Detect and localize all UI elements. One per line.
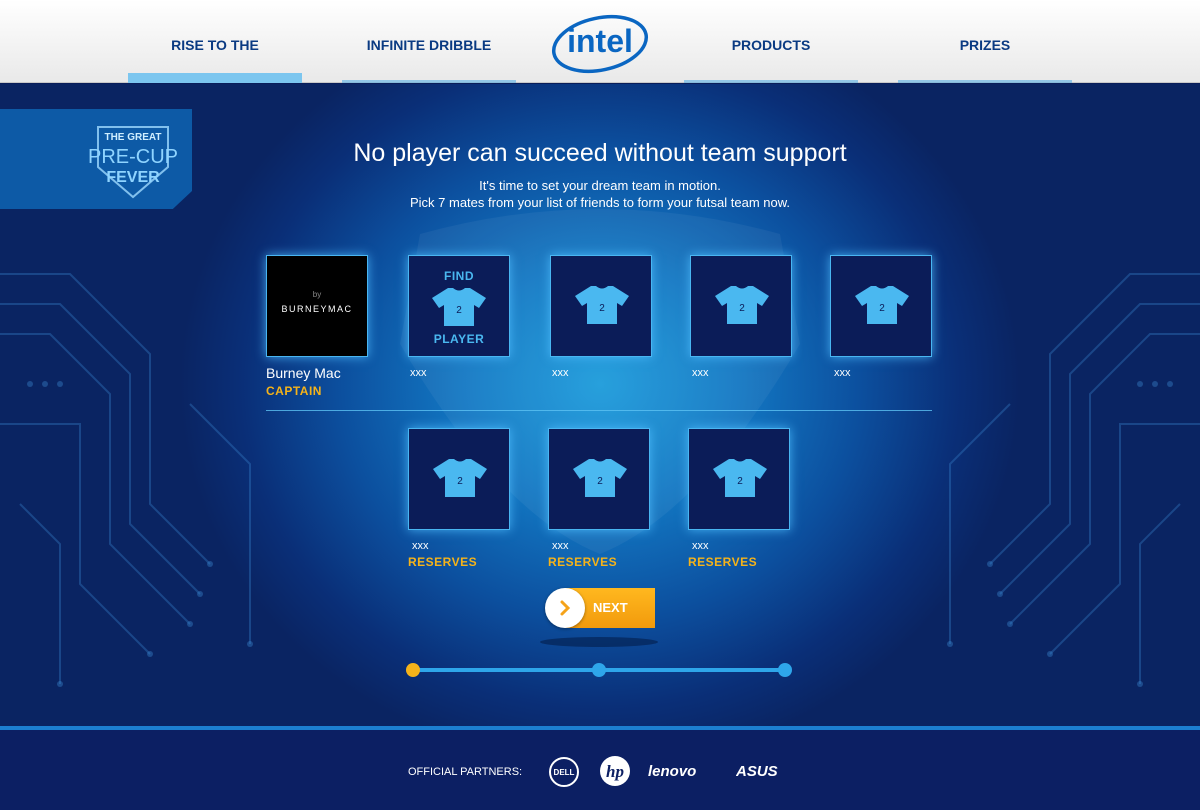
subtitle-line-2: Pick 7 mates from your list of friends t…	[409, 195, 791, 210]
svg-text:intel: intel	[567, 23, 633, 59]
nav-infinite-dribble[interactable]: INFINITE DRIBBLE	[342, 0, 516, 83]
reserve-slot[interactable]: 2	[688, 428, 790, 530]
svg-text:2: 2	[879, 303, 885, 314]
next-button-shadow	[540, 637, 658, 647]
jersey-icon: 2	[713, 459, 767, 497]
svg-text:2: 2	[457, 476, 463, 487]
page-headline: No player can succeed without team suppo…	[353, 139, 847, 167]
nav-label: INFINITE DRIBBLE	[366, 37, 492, 53]
asus-logo[interactable]: ASUS	[735, 760, 792, 787]
chevron-right-icon	[560, 600, 571, 616]
nav-label: PRODUCTS	[731, 37, 811, 53]
svg-text:2: 2	[597, 476, 603, 487]
captain-role: CAPTAIN	[266, 384, 322, 398]
player-slot[interactable]: 2	[830, 255, 932, 357]
dell-logo[interactable]: DELL	[548, 756, 580, 793]
jersey-icon: 2	[855, 286, 909, 324]
jersey-icon: 2	[715, 286, 769, 324]
find-player-slot[interactable]: FIND 2 PLAYER	[408, 255, 510, 357]
svg-text:2: 2	[739, 303, 745, 314]
nav-active-indicator	[128, 73, 302, 83]
next-button-circle	[545, 588, 585, 628]
jersey-icon: 2	[433, 459, 487, 497]
svg-text:lenovo: lenovo	[648, 763, 696, 780]
reserve-role: RESERVES	[548, 555, 618, 569]
player-name: xxx	[834, 367, 851, 379]
reserve-name: xxx	[412, 540, 429, 552]
section-divider	[266, 410, 932, 411]
svg-text:2: 2	[456, 305, 462, 316]
avatar-by-text: by	[312, 290, 322, 299]
reserve-name: xxx	[692, 540, 709, 552]
player-slot[interactable]: 2	[690, 255, 792, 357]
svg-text:FEVER: FEVER	[106, 169, 160, 186]
svg-text:THE GREAT: THE GREAT	[104, 132, 161, 143]
captain-slot[interactable]: by BURNEYMAC	[266, 255, 368, 357]
player-slot[interactable]: 2	[550, 255, 652, 357]
partners-label: OFFICIAL PARTNERS:	[408, 766, 523, 778]
nav-label: PRIZES	[959, 37, 1011, 53]
jersey-icon: 2	[432, 288, 486, 326]
top-navigation: RISE TO THE CHALLENGE INFINITE DRIBBLE i…	[0, 0, 1200, 143]
footer: OFFICIAL PARTNERS: DELL hp lenovo ASUS	[0, 726, 1200, 810]
player-name: xxx	[692, 367, 709, 379]
reserve-slot[interactable]: 2	[548, 428, 650, 530]
subtitle-line-1: It's time to set your dream team in moti…	[479, 178, 721, 193]
svg-text:DELL: DELL	[554, 768, 575, 777]
nav-underline	[898, 80, 1072, 83]
nav-underline	[684, 80, 858, 83]
player-label: PLAYER	[433, 332, 485, 346]
svg-text:hp: hp	[606, 762, 624, 781]
nav-products[interactable]: PRODUCTS	[684, 0, 858, 83]
jersey-icon: 2	[573, 459, 627, 497]
progress-step-1	[406, 663, 420, 677]
progress-step-2	[592, 663, 606, 677]
reserve-slot[interactable]: 2	[408, 428, 510, 530]
next-button-label: NEXT	[593, 600, 628, 615]
progress-step-3	[778, 663, 792, 677]
find-label: FIND	[444, 269, 474, 283]
svg-text:2: 2	[737, 476, 743, 487]
player-name: xxx	[410, 367, 427, 379]
svg-text:2: 2	[599, 303, 605, 314]
team-builder-stage: THE GREAT PRE-CUP FEVER No player can su…	[0, 84, 1200, 726]
nav-prizes[interactable]: PRIZES	[898, 0, 1072, 83]
reserve-role: RESERVES	[688, 555, 758, 569]
svg-text:ASUS: ASUS	[736, 763, 778, 780]
nav-rise-to-the-challenge[interactable]: RISE TO THE CHALLENGE	[128, 0, 302, 143]
pre-cup-fever-badge: THE GREAT PRE-CUP FEVER	[0, 109, 192, 209]
nav-underline	[342, 80, 516, 83]
footer-accent-line	[0, 726, 1200, 730]
reserve-role: RESERVES	[408, 555, 478, 569]
captain-avatar-brand: BURNEYMAC	[281, 304, 353, 314]
next-button[interactable]: NEXT	[545, 588, 655, 628]
player-name: xxx	[552, 367, 569, 379]
captain-name: Burney Mac	[266, 365, 341, 381]
reserve-name: xxx	[552, 540, 569, 552]
hp-logo[interactable]: hp	[599, 755, 631, 792]
svg-text:PRE-CUP: PRE-CUP	[88, 146, 178, 168]
jersey-icon: 2	[575, 286, 629, 324]
intel-logo[interactable]: intel	[548, 10, 652, 76]
lenovo-logo[interactable]: lenovo	[648, 760, 722, 787]
